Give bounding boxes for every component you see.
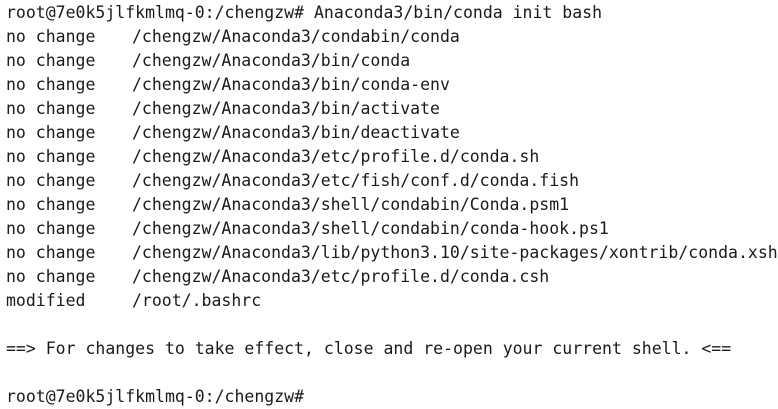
result-row: no change/chengzw/Anaconda3/etc/profile.… (0, 265, 740, 289)
result-path: /chengzw/Anaconda3/bin/deactivate (132, 123, 460, 142)
result-path: /chengzw/Anaconda3/condabin/conda (132, 27, 460, 46)
result-row: no change/chengzw/Anaconda3/bin/conda (0, 49, 740, 73)
result-status: no change (6, 243, 96, 262)
result-row: no change/chengzw/Anaconda3/etc/fish/con… (0, 169, 740, 193)
result-path: /chengzw/Anaconda3/shell/condabin/conda-… (132, 219, 609, 238)
result-path: /chengzw/Anaconda3/etc/fish/conf.d/conda… (132, 171, 580, 190)
result-row: no change/chengzw/Anaconda3/condabin/con… (0, 25, 740, 49)
result-path: /chengzw/Anaconda3/bin/conda-env (132, 75, 450, 94)
result-row: no change/chengzw/Anaconda3/shell/condab… (0, 193, 740, 217)
result-status: no change (6, 219, 96, 238)
blank-line (0, 361, 740, 385)
result-path: /root/.bashrc (132, 291, 262, 310)
result-status: no change (6, 147, 96, 166)
result-row: modified/root/.bashrc (0, 289, 740, 313)
result-row: no change/chengzw/Anaconda3/lib/python3.… (0, 241, 778, 265)
result-path: /chengzw/Anaconda3/bin/conda (132, 51, 411, 70)
notice-message: ==> For changes to take effect, close an… (6, 339, 732, 358)
result-status: no change (6, 27, 96, 46)
shell-prompt[interactable]: root@7e0k5jlfkmlmq-0:/chengzw# (6, 387, 305, 406)
result-row: no change/chengzw/Anaconda3/bin/activate (0, 97, 740, 121)
result-row: no change/chengzw/Anaconda3/bin/deactiva… (0, 121, 740, 145)
result-status: no change (6, 267, 96, 286)
result-row: no change/chengzw/Anaconda3/etc/profile.… (0, 145, 740, 169)
result-status: no change (6, 51, 96, 70)
result-status: no change (6, 195, 96, 214)
result-status: no change (6, 171, 96, 190)
result-path: /chengzw/Anaconda3/shell/condabin/Conda.… (132, 195, 570, 214)
result-path: /chengzw/Anaconda3/etc/profile.d/conda.c… (132, 267, 550, 286)
result-path: /chengzw/Anaconda3/etc/profile.d/conda.s… (132, 147, 540, 166)
command-line: root@7e0k5jlfkmlmq-0:/chengzw# Anaconda3… (6, 3, 603, 22)
result-status: modified (6, 291, 86, 310)
result-row: no change/chengzw/Anaconda3/shell/condab… (0, 217, 740, 241)
result-status: no change (6, 123, 96, 142)
result-path: /chengzw/Anaconda3/lib/python3.10/site-p… (132, 243, 778, 262)
result-row: no change/chengzw/Anaconda3/bin/conda-en… (0, 73, 740, 97)
blank-line (0, 313, 740, 337)
result-path: /chengzw/Anaconda3/bin/activate (132, 99, 440, 118)
result-status: no change (6, 99, 96, 118)
result-status: no change (6, 75, 96, 94)
